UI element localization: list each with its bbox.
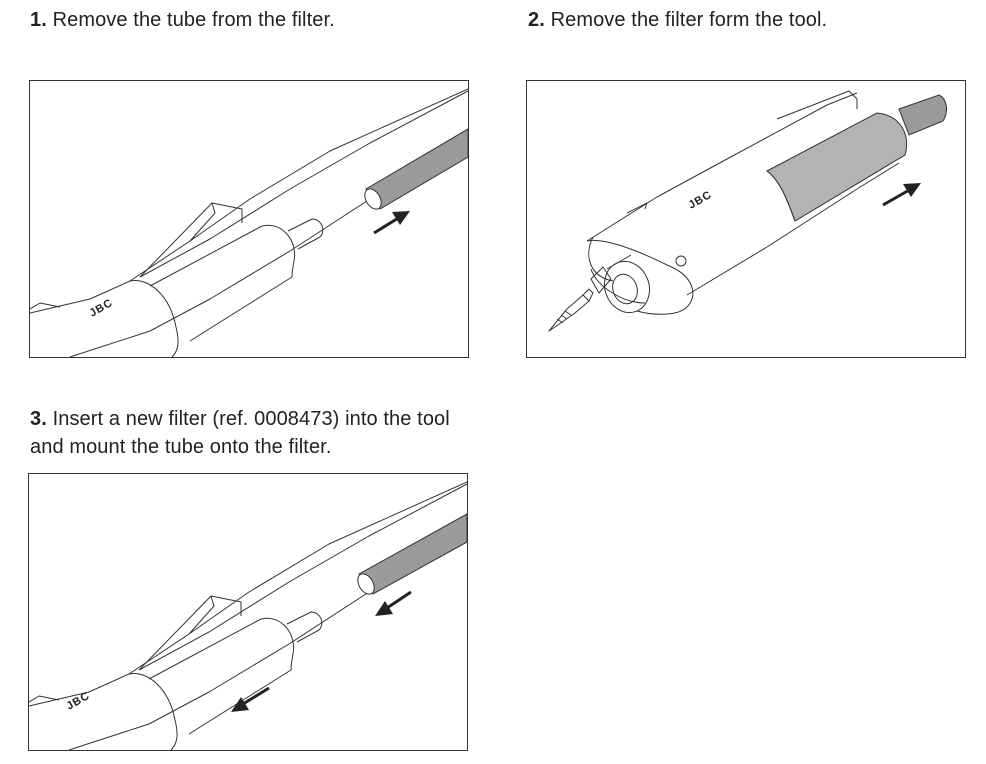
arrow-down-left-icon	[231, 686, 270, 712]
step-1-illustration: JBC	[29, 80, 469, 358]
step-2-number: 2.	[528, 9, 545, 31]
step-3-number: 3.	[30, 408, 47, 430]
tube-new	[357, 513, 467, 595]
tube-removed	[364, 128, 468, 210]
arrow-up-right-icon	[882, 183, 921, 207]
step-2-caption: 2. Remove the filter form the tool.	[528, 6, 827, 34]
step-3-caption: 3. Insert a new filter (ref. 0008473) in…	[30, 405, 480, 461]
step-1-number: 1.	[30, 9, 47, 31]
step-1-text: Remove the tube from the filter.	[52, 9, 335, 31]
step-2-illustration: JBC	[526, 80, 966, 358]
jbc-logo: JBC	[88, 297, 116, 320]
filter-sleeve	[766, 112, 907, 222]
step-3-text: Insert a new filter (ref. 0008473) into …	[30, 408, 450, 458]
jbc-logo: JBC	[687, 189, 715, 212]
step-1-caption: 1. Remove the tube from the filter.	[30, 6, 335, 34]
arrow-up-right-icon	[373, 211, 410, 235]
jbc-logo: JBC	[65, 690, 93, 713]
step-2-text: Remove the filter form the tool.	[550, 9, 828, 31]
tube	[898, 94, 947, 136]
step-3-illustration: JBC	[28, 473, 468, 751]
arrow-down-left-icon	[375, 590, 412, 616]
